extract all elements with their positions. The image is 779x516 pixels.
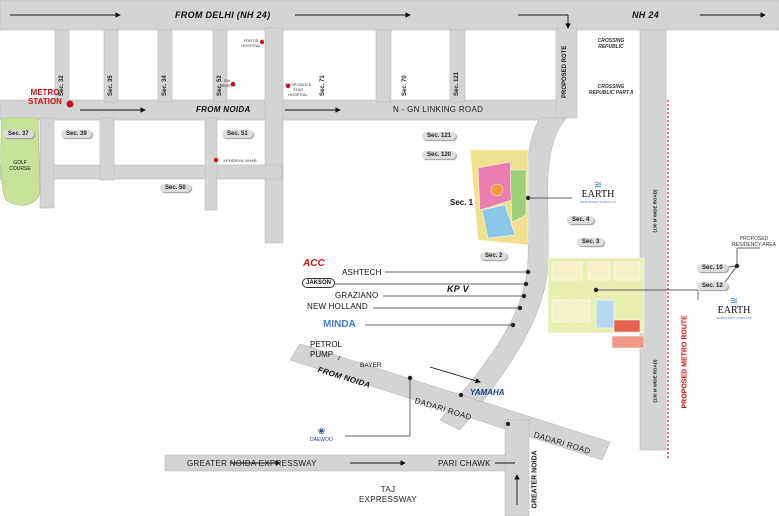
- gn-expressway-label: GREATER NOIDA EXPRESSWAY: [187, 459, 317, 468]
- wide-road-label-1: (130 M WIDE ROAD): [652, 189, 658, 233]
- ashtech-label: ASHTECH: [342, 268, 382, 277]
- sector-34-label: Sec. 34: [162, 75, 168, 96]
- vertical-road: [375, 29, 392, 103]
- grid-road: [99, 117, 115, 181]
- from-noida-top-label: FROM NOIDA: [196, 105, 251, 114]
- dadari-road: [289, 343, 611, 461]
- pari-chawk-label: PARI CHAWK: [438, 459, 491, 468]
- sector-1-label: Sec. 1: [450, 198, 474, 207]
- vertical-road: [103, 29, 119, 103]
- sector-121-pill: Sec. 121: [422, 132, 457, 140]
- kendriya-vihar-label: KENDRIYA VIHAR: [223, 158, 257, 163]
- sector-10-pill: Sec. 10: [697, 264, 728, 272]
- graziano-label: GRAZIANO: [335, 291, 379, 300]
- proposed-metro-route-label: PROPOSED METRO ROUTE: [681, 315, 689, 409]
- earth-logo-1: ≋ EARTH INFRASTRUCTURES LTD: [572, 180, 624, 205]
- grid-road: [204, 117, 218, 211]
- greater-noida-label: GREATER NOIDA: [531, 450, 539, 509]
- earth-tagline-2: INFRASTRUCTURES LTD: [716, 316, 752, 320]
- earth-name-1: EARTH: [581, 189, 615, 200]
- sector-4-pill: Sec. 4: [567, 216, 595, 224]
- proposed-hospital-label: PROPOSED 5 STAR HOSPITAL: [284, 82, 311, 97]
- vertical-road: [212, 29, 228, 103]
- from-delhi-label: FROM DELHI (NH 24): [175, 10, 271, 20]
- sector-2-pill: Sec. 2: [480, 252, 508, 260]
- sector-32-label: Sec. 32: [59, 75, 65, 96]
- vertical-road: [449, 29, 466, 103]
- daewoo-label: DAEWOO: [310, 437, 333, 443]
- sector-120-pill: Sec. 120: [422, 151, 457, 159]
- vertical-road: [157, 29, 173, 103]
- earth-tagline-1: INFRASTRUCTURES LTD: [580, 200, 616, 204]
- sai-temple-label: SAI TEMPLE: [220, 78, 237, 88]
- sector-3-pill: Sec. 3: [577, 238, 605, 246]
- fortis-hospital-label: FORTIS HOSPITAL: [241, 38, 261, 48]
- sector-35-label: Sec. 35: [108, 75, 114, 96]
- nh24-label: NH 24: [632, 10, 660, 20]
- sector-70-label: Sec. 70: [402, 75, 408, 96]
- metro-station-marker: [66, 100, 74, 108]
- petrol-pump-label: PETROL PUMP: [310, 340, 342, 359]
- vertical-road: [639, 29, 667, 451]
- vertical-road: [264, 27, 284, 244]
- proposed-rote-label: PROPOSED ROTE: [562, 45, 568, 98]
- sector-71-label: Sec. 71: [320, 75, 326, 96]
- acc-logo: ACC: [303, 258, 325, 269]
- proposed-residency-label: PROPOSED RESIDENCY AREA: [732, 236, 776, 248]
- golf-course: [0, 117, 41, 206]
- project-site-plan: [469, 149, 529, 246]
- bayer-label: BAYER: [360, 362, 382, 369]
- jakson-logo: JAKSON: [302, 278, 336, 288]
- sector-12-pill: Sec. 12: [697, 282, 728, 290]
- kpv-label: KP V: [447, 284, 469, 294]
- crossing-republic-label: CROSSING REPUBLIC: [597, 38, 625, 50]
- earth-wave-icon: ≋: [729, 296, 739, 307]
- yamaha-logo: YAMAHA: [470, 388, 505, 397]
- daewoo-logo: ❀ DAEWOO: [310, 426, 333, 443]
- ngn-linking-road-label: N - GN LINKING ROAD: [393, 105, 484, 114]
- commercial-plan: [547, 257, 645, 349]
- wide-road-label-2: (130 M WIDE ROAD): [652, 359, 658, 403]
- earth-wave-icon: ≋: [593, 180, 603, 191]
- minda-logo: MINDA: [323, 319, 356, 330]
- earth-logo-2: ≋ EARTH INFRASTRUCTURES LTD: [706, 296, 762, 321]
- sector-121v-label: Sec. 121: [454, 71, 460, 96]
- new-holland-label: NEW HOLLAND: [307, 302, 368, 311]
- grid-road: [39, 117, 55, 209]
- sector-50-pill: Sec. 50: [160, 184, 191, 192]
- sector-37-pill: Sec. 37: [3, 130, 34, 138]
- taj-expressway-label: TAJ EXPRESSWAY: [358, 485, 418, 504]
- sector-51-pill: Sec. 51: [222, 130, 253, 138]
- vertical-road: [54, 29, 70, 103]
- crossing-republic-2-label: CROSSING REPUBLIC PART II: [588, 84, 634, 96]
- metro-station-label: METRO STATION: [28, 88, 62, 106]
- daewoo-shell-icon: ❀: [317, 426, 326, 436]
- golf-course-label: GOLF COURSE: [9, 160, 31, 172]
- earth-name-2: EARTH: [717, 305, 751, 316]
- sector-52-label: Sec. 52: [217, 75, 223, 96]
- sector-39-pill: Sec. 39: [61, 130, 92, 138]
